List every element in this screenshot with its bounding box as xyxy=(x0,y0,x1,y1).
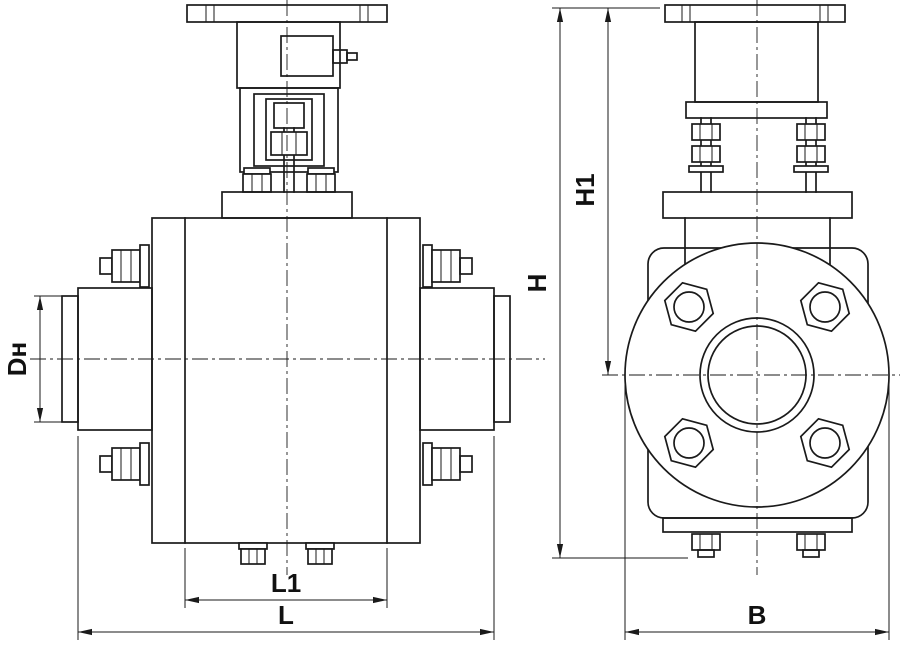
body-bolts-front xyxy=(99,244,473,565)
body-top-pad xyxy=(662,191,853,219)
actuator-front xyxy=(186,4,388,219)
front-centerlines xyxy=(30,0,545,575)
gland-nut-right xyxy=(306,173,336,193)
gland-nut-left xyxy=(242,173,272,193)
dimension-label-b: B xyxy=(748,600,767,630)
dimension-l1: L1 xyxy=(184,548,388,608)
actuator-column-side xyxy=(694,21,819,103)
body-front xyxy=(151,217,421,544)
stud-nut xyxy=(691,123,721,141)
body-bottom-pad xyxy=(662,517,853,533)
yoke-bracket xyxy=(239,87,339,173)
dimension-l: L xyxy=(77,436,495,640)
flange-bolt-top-right xyxy=(799,281,851,333)
dimension-label-h1: H1 xyxy=(570,173,600,206)
dimension-h: H xyxy=(522,7,688,559)
flange-bolt-top-left xyxy=(663,281,715,333)
dimension-b: B xyxy=(624,382,890,640)
dimension-h1: H1 xyxy=(570,8,612,375)
dimension-label-l1: L1 xyxy=(271,568,301,598)
flange-bolt-bottom-left xyxy=(663,417,715,469)
dimension-dn: Dн xyxy=(2,295,62,423)
stem-nut xyxy=(270,131,308,156)
actuator-top-flange-side xyxy=(664,4,846,23)
dimension-label-l: L xyxy=(278,600,294,630)
solenoid-box xyxy=(280,35,334,77)
cable-gland xyxy=(346,52,358,61)
dimension-label-dn: Dн xyxy=(2,342,32,376)
column-foot xyxy=(685,101,828,119)
flange-bolt-bottom-right xyxy=(799,417,851,469)
actuator-side xyxy=(662,4,853,267)
side-view: H H1 B xyxy=(522,0,900,640)
front-view: Dн L1 L xyxy=(2,0,545,640)
dimension-label-h: H xyxy=(522,274,552,293)
side-centerlines xyxy=(602,0,900,575)
